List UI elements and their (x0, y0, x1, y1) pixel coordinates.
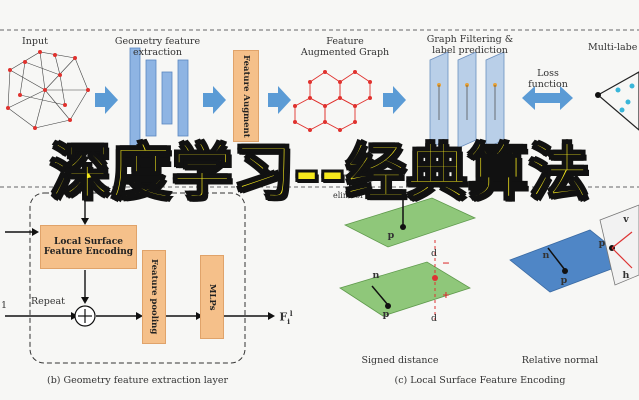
panel-c-vectors (371, 200, 633, 320)
panel-b-border (29, 192, 246, 364)
panel-b-caption: (b) Geometry feature extraction layer (46, 375, 228, 386)
p-far-symbol: p (598, 238, 606, 249)
multilabel-label: Multi-labe (588, 42, 638, 53)
video-title-banner: 深度学习--经典算法 (49, 137, 590, 209)
lsfe-box: Local Surface Feature Encoding (40, 225, 137, 269)
p-bottom-symbol: p (382, 309, 390, 320)
augmented-graph-nodes (293, 70, 372, 132)
panel-c-caption: (c) Local Surface Feature Encoding (394, 375, 566, 386)
signed-distance-label: Signed distance (361, 355, 439, 366)
bar-3 (161, 71, 173, 125)
n-right-symbol: n (542, 250, 550, 261)
output-feature: Fil (279, 309, 293, 326)
feature-pooling-box: Feature pooling (142, 250, 166, 344)
bar-4 (177, 59, 189, 137)
flow-arrows (95, 86, 573, 114)
d-top-symbol: d (430, 248, 438, 259)
augmented-graph (294, 71, 371, 131)
green-plane-bottom (339, 261, 471, 317)
input-index-fragment: 1 (0, 300, 8, 311)
input-mesh-nodes (6, 50, 90, 130)
feature-augment-box: Feature Augment (233, 50, 259, 142)
bar-1 (129, 47, 141, 149)
graph-filter-panels (429, 51, 505, 149)
augmented-graph-label: Feature Augmented Graph (300, 36, 390, 58)
arrow-1 (95, 86, 118, 114)
loss-label: Loss function (528, 68, 568, 90)
mlps-box: MLPs (200, 255, 224, 339)
repeat-label: Repeat (31, 296, 65, 307)
n-mid-symbol: n (372, 270, 380, 281)
arrow-2 (203, 86, 226, 114)
relative-normal-label: Relative normal (521, 355, 599, 366)
h-far-symbol: h (622, 270, 630, 281)
geometry-label: Geometry feature extraction (114, 36, 201, 58)
plus-symbol: + (442, 290, 450, 301)
arrow-4 (383, 86, 406, 114)
double-arrow (522, 86, 573, 110)
arrow-3 (268, 86, 291, 114)
multilabel-output (595, 71, 639, 131)
p-top-symbol: p (387, 230, 395, 241)
input-mesh-graph (7, 51, 89, 129)
d-bottom-symbol: d (430, 313, 438, 324)
input-label: Input (22, 36, 48, 47)
graph-filter-label: Graph Filtering & label prediction (426, 34, 514, 56)
minus-symbol: − (442, 258, 450, 269)
bar-2 (145, 59, 157, 137)
geometry-bars (129, 47, 189, 149)
v-far-symbol: v (623, 214, 629, 225)
p-right-symbol: p (560, 275, 568, 286)
pipeline-caption-fragment: eline of (332, 191, 364, 200)
